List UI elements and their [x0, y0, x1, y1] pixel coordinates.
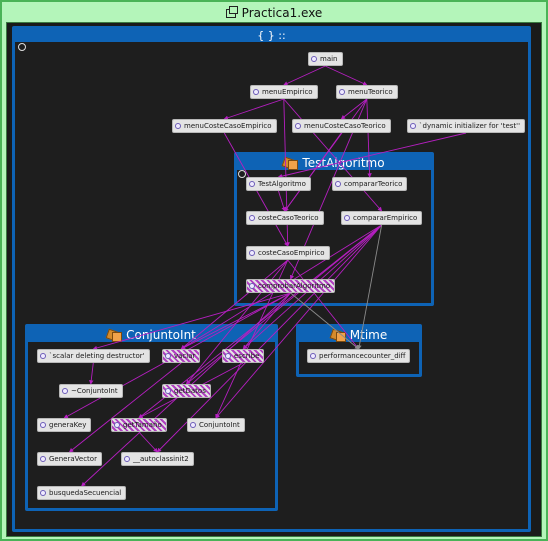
node-escribe[interactable]: escribe	[222, 349, 265, 363]
method-icon	[311, 56, 317, 62]
method-icon	[114, 422, 120, 428]
node-label: ~ConjuntoInt	[71, 387, 118, 395]
node-vaciar[interactable]: vaciar	[162, 349, 201, 363]
group-conjuntoint-title: ConjuntoInt	[126, 327, 196, 342]
method-icon	[40, 353, 46, 359]
node-costecasoteorico[interactable]: costeCasoTeorico	[246, 211, 324, 225]
node-label: busquedaSecuencial	[49, 489, 122, 497]
method-icon	[249, 215, 255, 221]
node-label: menuCosteCasoEmpirico	[184, 122, 272, 130]
refresh-icon[interactable]	[18, 43, 26, 51]
node-autoclassinit2[interactable]: __autoclassinit2	[121, 452, 194, 466]
node-busquedasecuencial[interactable]: busquedaSecuencial	[37, 486, 127, 500]
node-label: comprobarAlgoritmo	[258, 282, 331, 290]
method-icon	[410, 123, 416, 129]
method-icon	[339, 89, 345, 95]
node-label: performancecounter_diff	[319, 352, 406, 360]
group-mtime-header[interactable]: Mtime	[299, 327, 419, 342]
class-icon	[331, 329, 346, 342]
method-icon	[165, 388, 171, 394]
node-scalar-deleting-destructor[interactable]: `scalar deleting destructor'	[37, 349, 150, 363]
node-gettamano[interactable]: getTamaño	[111, 418, 167, 432]
method-icon	[295, 123, 301, 129]
process-title-bar[interactable]: Practica1.exe	[2, 4, 546, 22]
node-comprobaralgoritmo[interactable]: comprobarAlgoritmo	[246, 279, 336, 293]
method-icon	[62, 388, 68, 394]
class-icon	[283, 157, 299, 170]
method-icon	[175, 123, 181, 129]
class-icon	[107, 329, 123, 342]
node-label: __autoclassinit2	[133, 455, 189, 463]
node-conjuntoint-ctor[interactable]: ConjuntoInt	[187, 418, 245, 432]
node-generavector[interactable]: GeneraVector	[37, 452, 102, 466]
node-label: `dynamic initializer for 'test''	[419, 122, 520, 130]
node-label: getDatos	[174, 387, 206, 395]
node-compararempirico[interactable]: compararEmpirico	[341, 211, 423, 225]
refresh-icon[interactable]	[238, 170, 246, 178]
process-title: Practica1.exe	[241, 6, 323, 20]
method-icon	[40, 490, 46, 496]
method-icon	[310, 353, 316, 359]
node-menuempirico[interactable]: menuEmpirico	[250, 85, 318, 99]
node-destructor[interactable]: ~ConjuntoInt	[59, 384, 123, 398]
node-label: main	[320, 55, 338, 63]
node-label: ConjuntoInt	[199, 421, 240, 429]
group-conjuntoint-header[interactable]: ConjuntoInt	[28, 327, 275, 342]
node-compararteorico[interactable]: compararTeorico	[332, 177, 408, 191]
node-generakey[interactable]: generaKey	[37, 418, 92, 432]
method-icon	[124, 456, 130, 462]
method-icon	[249, 181, 255, 187]
namespace-header[interactable]: { } ::	[15, 29, 528, 42]
method-icon	[225, 353, 231, 359]
node-label: menuEmpirico	[262, 88, 313, 96]
node-testalgoritmo[interactable]: TestAlgoritmo	[246, 177, 311, 191]
node-menucostecasoempirico[interactable]: menuCosteCasoEmpirico	[172, 119, 277, 133]
node-label: escribe	[234, 352, 260, 360]
node-label: costeCasoTeorico	[258, 214, 319, 222]
group-testalgoritmo-header[interactable]: TestAlgoritmo	[237, 155, 431, 170]
method-icon	[165, 353, 171, 359]
node-label: GeneraVector	[49, 455, 97, 463]
node-label: menuCosteCasoTeorico	[304, 122, 386, 130]
node-main[interactable]: main	[308, 52, 343, 66]
node-label: compararEmpirico	[353, 214, 418, 222]
node-getdatos[interactable]: getDatos	[162, 384, 211, 398]
method-icon	[344, 215, 350, 221]
node-label: menuTeorico	[348, 88, 393, 96]
node-label: compararTeorico	[344, 180, 403, 188]
group-mtime-title: Mtime	[349, 327, 388, 342]
method-icon	[40, 422, 46, 428]
node-label: vaciar	[174, 352, 196, 360]
group-testalgoritmo-title: TestAlgoritmo	[302, 155, 385, 170]
method-icon	[249, 250, 255, 256]
window-stack-icon	[225, 5, 238, 18]
method-icon	[190, 422, 196, 428]
method-icon	[335, 181, 341, 187]
node-menuteorico[interactable]: menuTeorico	[336, 85, 398, 99]
node-costecasoempirico[interactable]: costeCasoEmpirico	[246, 246, 330, 260]
node-menucostecasoteorico[interactable]: menuCosteCasoTeorico	[292, 119, 391, 133]
method-icon	[40, 456, 46, 462]
node-label: TestAlgoritmo	[258, 180, 306, 188]
node-dynamic-initializer[interactable]: `dynamic initializer for 'test''	[407, 119, 525, 133]
node-label: getTamaño	[123, 421, 162, 429]
method-icon	[253, 89, 259, 95]
method-icon	[249, 283, 255, 289]
node-label: `scalar deleting destructor'	[49, 352, 145, 360]
node-performancecounter-diff[interactable]: performancecounter_diff	[307, 349, 411, 363]
namespace-label: { } ::	[257, 29, 286, 42]
node-label: generaKey	[49, 421, 87, 429]
node-label: costeCasoEmpirico	[258, 249, 325, 257]
